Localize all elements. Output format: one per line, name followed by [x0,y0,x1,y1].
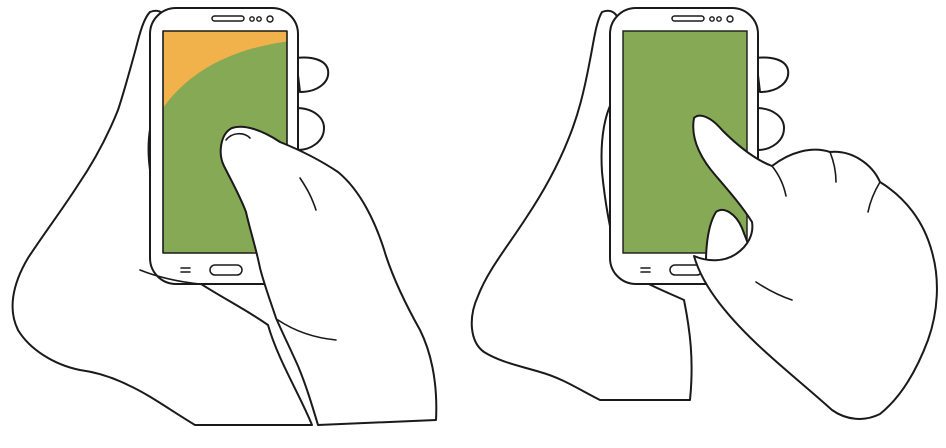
earpiece-right [672,16,704,21]
right-grip-finger-2 [756,108,784,150]
home-button-left [210,265,242,275]
one-handed-thumb-grip [13,8,437,425]
cradled-index-finger-grip [472,8,937,419]
pointing-hand [693,116,937,419]
earpiece-left [212,16,244,21]
left-grip-finger-1 [296,58,328,93]
left-grip-finger-2 [296,108,324,150]
right-grip-finger-1 [756,58,788,93]
